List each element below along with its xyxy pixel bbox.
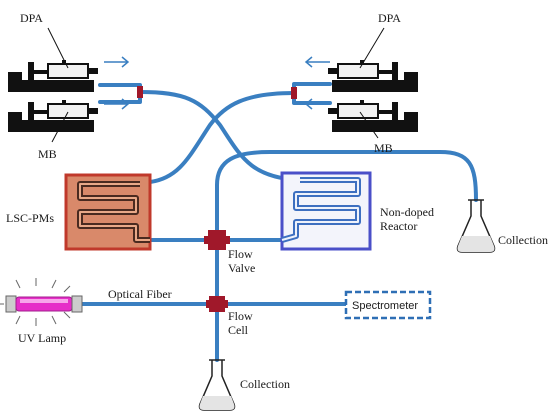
uv-lamp [0,278,83,326]
label-uv-lamp: UV Lamp [18,331,66,345]
spectrometer-box [344,290,432,320]
tube-right-to-lsc [148,91,296,184]
pump-mb-left [7,99,99,133]
label-mb-right: MB [374,141,393,155]
leader-mb-right [359,111,379,139]
collection-flask-right [456,199,496,253]
flow-arrows [104,56,330,110]
lsc-pms-reactor [64,173,152,251]
tube-right-pumps [292,82,332,105]
label-mb-left: MB [38,147,57,161]
leader-dpa-right [359,27,385,69]
tube-left-pumps [98,83,142,104]
label-reactor: Reactor [380,219,417,233]
collection-flask-bottom [198,359,236,411]
tube-to-collection-right [215,150,478,232]
left-junction [137,86,143,98]
tubing [78,82,478,362]
label-non-doped: Non-doped [380,205,434,219]
label-flow-valve-1: Flow [228,247,253,261]
flow-cell [206,296,228,312]
leader-mb-left [51,111,69,143]
flow-valve [204,230,230,250]
tube-left-to-nondoped [138,90,302,182]
label-spectrometer: Spectrometer [352,300,418,312]
label-flow-cell-2: Cell [228,323,249,337]
label-dpa-left: DPA [20,11,43,25]
pump-mb-right [327,99,419,133]
label-lsc-pms: LSC-PMs [6,211,54,225]
label-flow-cell-1: Flow [228,309,253,323]
right-junction [291,87,297,99]
label-dpa-right: DPA [378,11,401,25]
label-collection-bottom: Collection [240,377,290,391]
label-collection-right: Collection [498,233,548,247]
pump-dpa-right [327,59,419,93]
pump-dpa-left [7,59,99,93]
leader-dpa-left [47,27,69,69]
non-doped-reactor [280,171,372,251]
label-flow-valve-2: Valve [228,261,255,275]
label-optical-fiber: Optical Fiber [108,287,172,301]
